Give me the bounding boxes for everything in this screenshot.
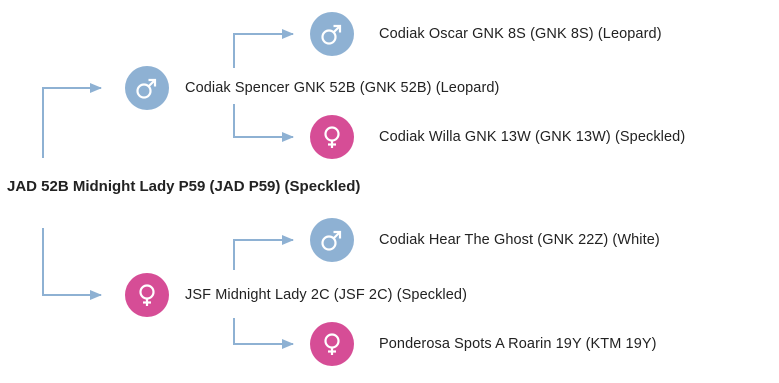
connector-subject-to-sire (42, 83, 102, 158)
female-symbol-icon (125, 273, 169, 317)
male-symbol-icon (310, 12, 354, 56)
pedigree-node-dam[interactable]: JSF Midnight Lady 2C (JSF 2C) (Speckled) (125, 273, 467, 317)
connector-dam-to-dam-sire (233, 235, 294, 270)
pedigree-node-dam-sire[interactable]: Codiak Hear The Ghost (GNK 22Z) (White) (310, 218, 660, 262)
subject-name: JAD 52B Midnight Lady P59 (JAD P59) (Spe… (7, 178, 361, 195)
male-symbol-icon (125, 66, 169, 110)
pedigree-node-dam-dam[interactable]: Ponderosa Spots A Roarin 19Y (KTM 19Y) (310, 322, 657, 366)
sire-label: Codiak Spencer GNK 52B (GNK 52B) (Leopar… (185, 80, 500, 96)
pedigree-node-sire[interactable]: Codiak Spencer GNK 52B (GNK 52B) (Leopar… (125, 66, 499, 110)
dam-label: JSF Midnight Lady 2C (JSF 2C) (Speckled) (185, 287, 468, 303)
dam-dam-label: Ponderosa Spots A Roarin 19Y (KTM 19Y) (379, 336, 657, 352)
pedigree-node-sire-dam[interactable]: Codiak Willa GNK 13W (GNK 13W) (Speckled… (310, 115, 685, 159)
female-symbol-icon (310, 115, 354, 159)
female-symbol-icon (310, 322, 354, 366)
male-symbol-icon (310, 218, 354, 262)
sire-sire-label: Codiak Oscar GNK 8S (GNK 8S) (Leopard) (379, 26, 662, 42)
connector-dam-to-dam-dam (233, 318, 294, 349)
dam-sire-label: Codiak Hear The Ghost (GNK 22Z) (White) (379, 232, 660, 248)
pedigree-node-sire-sire[interactable]: Codiak Oscar GNK 8S (GNK 8S) (Leopard) (310, 12, 662, 56)
connector-sire-to-sire-sire (233, 29, 294, 68)
sire-dam-label: Codiak Willa GNK 13W (GNK 13W) (Speckled… (379, 129, 686, 145)
connector-subject-to-dam (42, 228, 102, 300)
